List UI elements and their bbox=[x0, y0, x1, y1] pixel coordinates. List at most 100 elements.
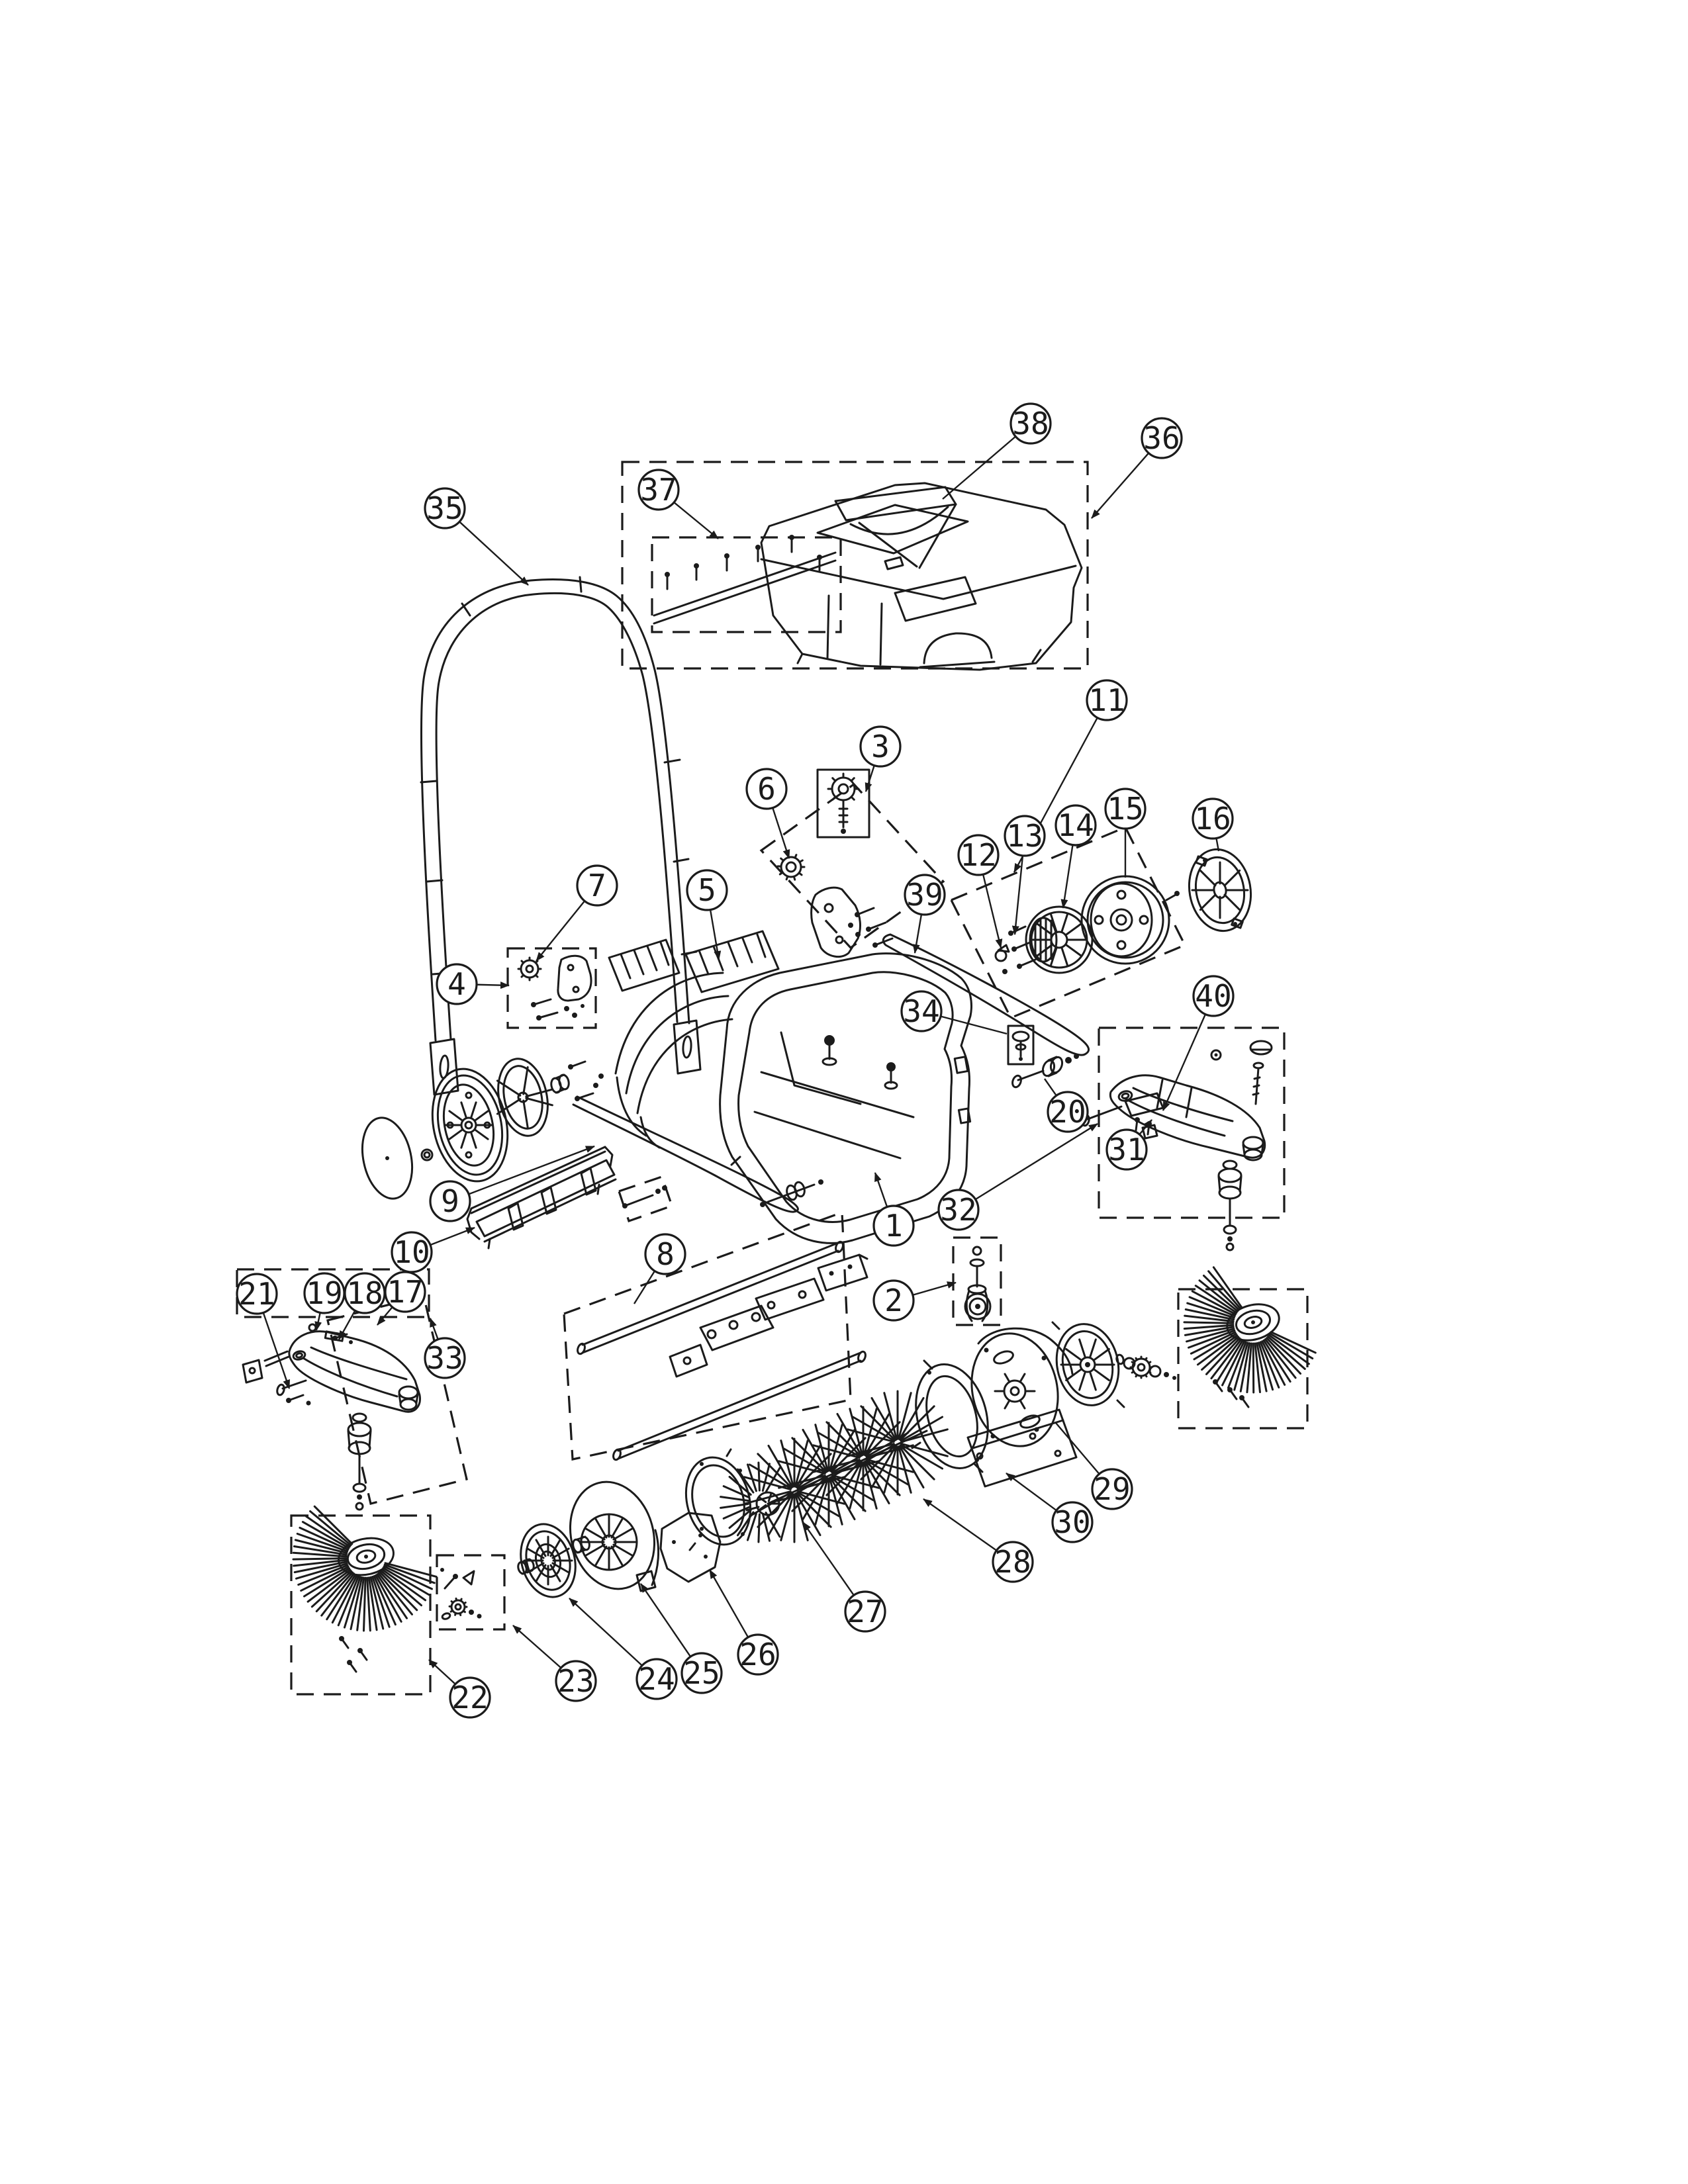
callout-35: 35 bbox=[424, 487, 529, 586]
part-left-wheel-group-9-shape-12 bbox=[497, 1058, 549, 1137]
callout-number-11: 11 bbox=[1088, 682, 1125, 718]
callout-9: 9 bbox=[429, 1145, 595, 1222]
callout-number-8: 8 bbox=[656, 1236, 675, 1272]
part-hopper-mount-strip bbox=[653, 535, 837, 625]
callout-number-29: 29 bbox=[1094, 1471, 1130, 1507]
part-linkage-rods-8-shape-7 bbox=[857, 1350, 867, 1363]
part-knob-bracket-4-shape-6 bbox=[531, 998, 552, 1007]
part-wheel-cover-16 bbox=[1188, 848, 1252, 933]
part-linkage-rods-8-shape-18 bbox=[858, 1253, 868, 1260]
part-small-hardware-23-shape-5 bbox=[469, 1610, 474, 1615]
part-bracket-assembly-6-shape-1 bbox=[823, 903, 834, 913]
leader-line-34 bbox=[940, 1015, 1008, 1035]
part-vent-grilles-5 bbox=[608, 930, 780, 993]
callout-36: 36 bbox=[1091, 417, 1183, 519]
callout-number-19: 19 bbox=[306, 1275, 342, 1311]
part-blower-housing-25 bbox=[569, 1480, 660, 1592]
part-left-arm-assembly-shape-5 bbox=[302, 1357, 399, 1398]
leader-line-7 bbox=[536, 900, 586, 962]
callout-number-5: 5 bbox=[698, 872, 716, 908]
part-left-arm-assembly-shape-3 bbox=[265, 1355, 290, 1367]
part-wheel-cover-16-shape-3 bbox=[1213, 881, 1227, 899]
part-lock-knob-3-shape-8 bbox=[841, 829, 846, 834]
part-brush-end-plate-shape-6 bbox=[726, 1448, 732, 1457]
callout-28: 28 bbox=[923, 1498, 1034, 1583]
part-small-hardware-23-shape-8 bbox=[440, 1568, 444, 1572]
part-left-side-brush-shape-1 bbox=[346, 1543, 386, 1570]
part-brush-housing-29-30-shape-33 bbox=[1137, 1363, 1146, 1372]
part-left-arm-assembly-shape-28 bbox=[357, 1494, 362, 1500]
callout-30: 30 bbox=[1006, 1473, 1094, 1543]
leader-line-40 bbox=[1162, 1013, 1207, 1111]
part-axle-bolt-20-shape-6 bbox=[1065, 1057, 1072, 1064]
callout-14: 14 bbox=[1055, 804, 1097, 909]
leader-line-23 bbox=[512, 1625, 562, 1669]
part-bracket-assembly-6-shape-4 bbox=[866, 921, 887, 932]
part-brush-housing-29-30-shape-2 bbox=[923, 1359, 933, 1370]
part-left-arm-assembly-shape-8 bbox=[295, 1352, 303, 1359]
part-brush-housing-29-30-shape-12 bbox=[994, 1373, 1036, 1410]
part-hopper-assembly-shape-6 bbox=[849, 506, 949, 535]
part-axle-bolt-20-shape-1 bbox=[1017, 1069, 1045, 1081]
part-blower-housing-25-shape-8 bbox=[576, 1549, 586, 1554]
part-brush-housing-29-30-shape-16 bbox=[990, 1433, 996, 1439]
part-wheel-tire-15-shape-3 bbox=[1116, 889, 1127, 900]
part-brush-housing-29-30-shape-10 bbox=[1019, 1414, 1041, 1429]
part-bracket-assembly-6-shape-6 bbox=[848, 923, 853, 928]
part-right-arm-assembly-shape-7 bbox=[1210, 1049, 1222, 1061]
callout-number-14: 14 bbox=[1057, 807, 1094, 843]
part-right-arm-assembly-shape-12 bbox=[1156, 1079, 1164, 1109]
part-bracket-assembly-6-shape-7 bbox=[855, 932, 861, 937]
callout-number-6: 6 bbox=[757, 771, 776, 807]
callout-balloon-22 bbox=[449, 1676, 491, 1719]
part-fan-wheel-24-shape-4 bbox=[540, 1550, 556, 1571]
part-brush-housing-29-30-shape-37 bbox=[1115, 1353, 1125, 1365]
part-right-arm-assembly-shape-0 bbox=[1249, 1040, 1273, 1056]
callout-balloon-19 bbox=[303, 1272, 346, 1314]
part-adjuster-knob-34-shape-4 bbox=[1019, 1057, 1023, 1061]
part-linkage-rods-8-shape-2 bbox=[577, 1342, 586, 1355]
leader-line-21 bbox=[262, 1312, 291, 1389]
part-handle-bar-35-shape-2 bbox=[420, 780, 438, 784]
part-brush-housing-29-30-shape-15 bbox=[1041, 1355, 1047, 1361]
part-linkage-rods-8-shape-12 bbox=[755, 1277, 825, 1321]
part-brush-end-plate-shape-2 bbox=[700, 1462, 704, 1466]
part-brush-housing-29-30-shape-25 bbox=[1060, 1338, 1115, 1391]
callout-number-1: 1 bbox=[884, 1208, 903, 1244]
part-brush-end-plate-shape-4 bbox=[741, 1532, 745, 1536]
part-small-hardware-23 bbox=[440, 1568, 482, 1620]
part-blower-housing-25-shape-4 bbox=[601, 1534, 617, 1550]
part-right-arm-assembly-shape-32 bbox=[1223, 1224, 1237, 1235]
callout-number-30: 30 bbox=[1054, 1504, 1090, 1540]
part-handle-bar-35-shape-1 bbox=[435, 592, 679, 1040]
part-knob-bracket-4-shape-8 bbox=[564, 1006, 569, 1011]
part-left-arm-assembly-shape-11 bbox=[399, 1398, 418, 1411]
part-main-body-deck-1-shape-10 bbox=[884, 1081, 898, 1090]
part-main-body-deck-1-shape-0 bbox=[719, 952, 972, 1244]
part-right-arm-assembly-shape-28 bbox=[1217, 1175, 1221, 1193]
part-brush-end-plate-shape-5 bbox=[698, 1533, 702, 1537]
part-wheel-tire-15-shape-7 bbox=[1109, 908, 1133, 932]
small-hardware-box bbox=[436, 1554, 506, 1631]
callout-7: 7 bbox=[536, 864, 618, 962]
part-left-wheel-group-9-shape-6 bbox=[460, 1116, 477, 1134]
part-caster-wheel-2-shape-4 bbox=[965, 1289, 973, 1322]
callout-24: 24 bbox=[569, 1598, 678, 1700]
callout-10: 10 bbox=[391, 1226, 475, 1273]
part-wheel-tire-15-shape-4 bbox=[1116, 940, 1127, 950]
part-left-arm-assembly-shape-1 bbox=[248, 1367, 256, 1375]
callout-38: 38 bbox=[942, 402, 1052, 500]
part-left-arm-assembly-shape-13 bbox=[415, 1393, 419, 1404]
part-main-body-deck-1-shape-8 bbox=[886, 1062, 896, 1071]
part-right-arm-assembly-shape-4 bbox=[1253, 1076, 1261, 1080]
part-main-body-deck-1-shape-7 bbox=[821, 1057, 837, 1066]
part-wheel-tire-15-shape-10 bbox=[1174, 891, 1180, 896]
callout-balloon-8 bbox=[644, 1233, 686, 1275]
leader-line-8 bbox=[633, 1270, 656, 1304]
callout-number-37: 37 bbox=[640, 472, 677, 508]
leader-line-25 bbox=[640, 1583, 692, 1657]
callout-11: 11 bbox=[1013, 679, 1128, 873]
part-hopper-assembly-shape-0 bbox=[760, 482, 1083, 671]
part-axle-hardware-10 bbox=[622, 1179, 823, 1208]
